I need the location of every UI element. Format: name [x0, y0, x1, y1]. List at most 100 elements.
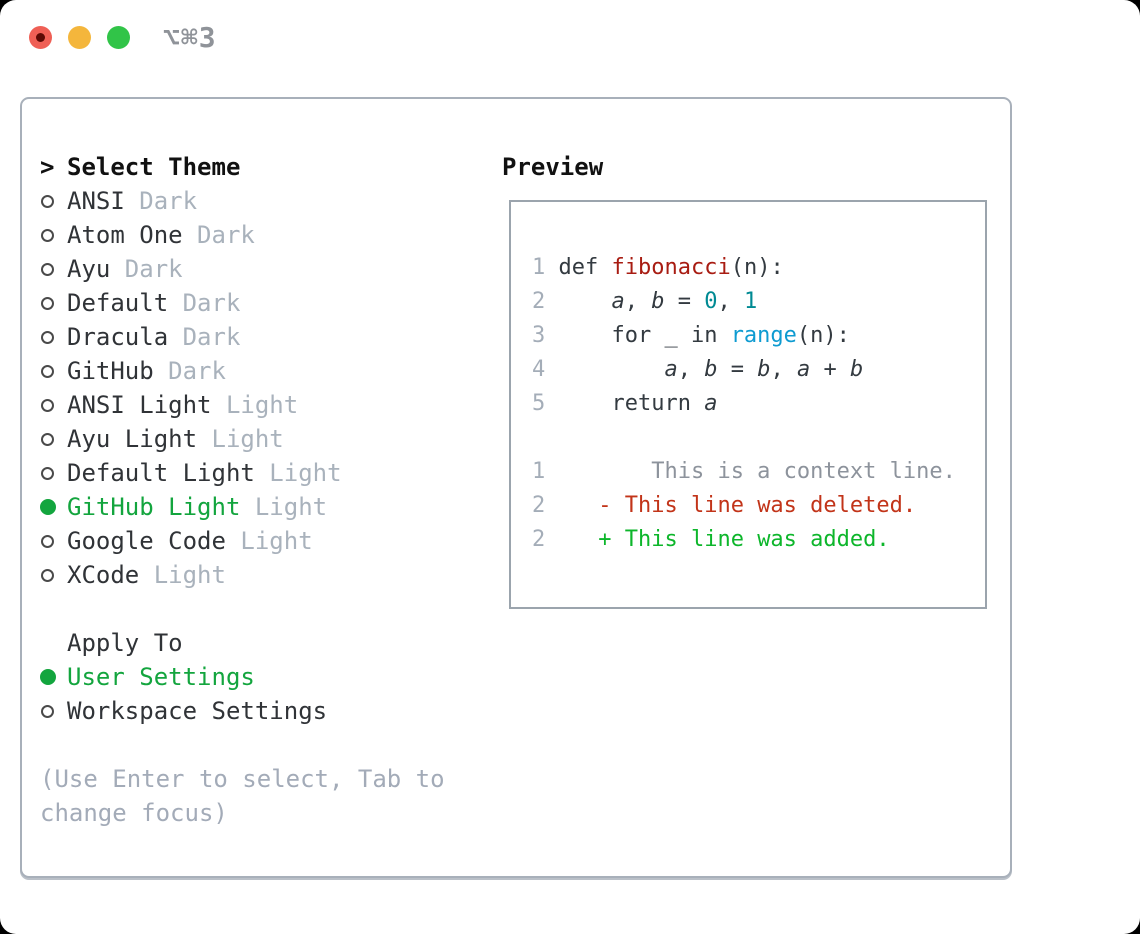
theme-option-default-light[interactable]: Default Light Light	[40, 456, 490, 490]
token-number: 1	[743, 289, 758, 314]
code-line: 5 return a	[532, 387, 985, 421]
titlebar: ⌥⌘3	[0, 0, 1140, 75]
token-variable: b	[651, 289, 665, 314]
token-variable: a	[796, 357, 811, 382]
apply-to-title: Apply To	[67, 629, 183, 657]
token-builtin: range	[730, 323, 797, 348]
radio-unselected-icon	[41, 330, 54, 344]
keyboard-hint-text: (Use Enter to select, Tab to change focu…	[40, 765, 445, 827]
option-label: User Settings	[67, 663, 255, 691]
variant-label: Light	[225, 527, 313, 555]
minimize-button[interactable]	[68, 26, 91, 49]
token-function: fibonacci	[611, 255, 731, 280]
variant-label: Light	[254, 459, 342, 487]
code-line: 4 a, b = b, a + b	[532, 353, 985, 387]
variant-label: Light	[211, 391, 299, 419]
line-number: 2	[532, 493, 559, 518]
line-number: 3	[532, 323, 559, 348]
theme-option-github[interactable]: GitHub Dark	[40, 354, 490, 388]
close-button[interactable]	[29, 26, 52, 49]
radio-unselected-icon	[41, 398, 54, 412]
theme-option-github-light[interactable]: GitHub Light Light	[40, 490, 490, 524]
option-label: ANSI Light	[67, 391, 212, 419]
token-variable: a	[704, 391, 718, 416]
code-line: 2 a, b = 0, 1	[532, 285, 985, 319]
variant-label: Dark	[168, 323, 241, 351]
token-number: 0	[704, 289, 718, 314]
zoom-button[interactable]	[107, 26, 130, 49]
radio-unselected-icon	[41, 262, 54, 276]
theme-option-xcode[interactable]: XCode Light	[40, 558, 490, 592]
spacer	[40, 592, 490, 626]
apply-to-header-row: Apply To	[40, 626, 490, 660]
token-code: =	[717, 357, 758, 382]
token-variable: b	[704, 357, 718, 382]
token-code	[559, 459, 652, 484]
prompt-caret-icon: >	[40, 153, 55, 181]
theme-option-ansi-light[interactable]: ANSI Light Light	[40, 388, 490, 422]
token-code	[559, 527, 599, 552]
variant-label: Light	[197, 425, 284, 453]
theme-option-ansi[interactable]: ANSI Dark	[40, 184, 490, 218]
theme-option-dracula[interactable]: Dracula Dark	[40, 320, 490, 354]
option-label: Google Code	[67, 527, 226, 555]
apply-option-user-settings[interactable]: User Settings	[40, 660, 490, 694]
radio-unselected-icon	[41, 466, 54, 480]
token-code: def	[558, 255, 612, 280]
token-code: ,	[717, 289, 744, 314]
variant-label: Light	[139, 561, 226, 589]
token-code: for _ in	[558, 323, 731, 348]
radio-unselected-icon	[41, 568, 54, 582]
token-code: ,	[624, 289, 652, 314]
theme-option-default[interactable]: Default Dark	[40, 286, 490, 320]
token-code: =	[664, 289, 705, 314]
line-number: 4	[532, 357, 559, 382]
variant-label: Light	[240, 493, 328, 521]
radio-selected-icon	[40, 669, 56, 685]
code-line: 1 This is a context line.	[532, 455, 985, 489]
radio-unselected-icon	[41, 194, 54, 208]
token-code: ,	[770, 357, 797, 382]
token-code: (n):	[730, 255, 784, 280]
variant-label: Dark	[182, 221, 255, 249]
token-added: + This line was added.	[598, 527, 890, 552]
line-number: 2	[532, 527, 559, 552]
theme-option-ayu[interactable]: Ayu Dark	[40, 252, 490, 286]
code-line: 1 def fibonacci(n):	[532, 251, 985, 285]
option-label: Dracula	[67, 323, 169, 351]
token-deleted: - This line was deleted.	[598, 493, 917, 518]
line-number: 1	[532, 255, 559, 280]
option-label: GitHub	[67, 357, 154, 385]
radio-unselected-icon	[41, 364, 54, 378]
close-button-dot-icon	[36, 33, 45, 42]
token-code	[559, 493, 599, 518]
variant-label: Dark	[168, 289, 241, 317]
radio-unselected-icon	[41, 296, 54, 310]
variant-label: Dark	[153, 357, 226, 385]
code-line: 2 + This line was added.	[532, 523, 985, 557]
option-label: Workspace Settings	[67, 697, 328, 725]
spacer	[40, 728, 490, 762]
token-variable: a	[664, 357, 678, 382]
radio-unselected-icon	[41, 534, 54, 548]
token-variable: a	[611, 289, 625, 314]
theme-option-atom-one[interactable]: Atom One Dark	[40, 218, 490, 252]
token-variable: b	[849, 357, 864, 382]
theme-option-google-code[interactable]: Google Code Light	[40, 524, 490, 558]
token-code: +	[810, 357, 850, 382]
token-variable: b	[757, 357, 771, 382]
preview-title: Preview	[502, 153, 604, 181]
option-label: GitHub Light	[67, 493, 241, 521]
option-label: Atom One	[67, 221, 183, 249]
variant-label: Dark	[124, 187, 198, 215]
apply-option-workspace-settings[interactable]: Workspace Settings	[40, 694, 490, 728]
token-code: ,	[677, 357, 705, 382]
window-shortcut-title: ⌥⌘3	[163, 21, 217, 54]
theme-option-ayu-light[interactable]: Ayu Light Light	[40, 422, 490, 456]
token-code	[559, 289, 612, 314]
